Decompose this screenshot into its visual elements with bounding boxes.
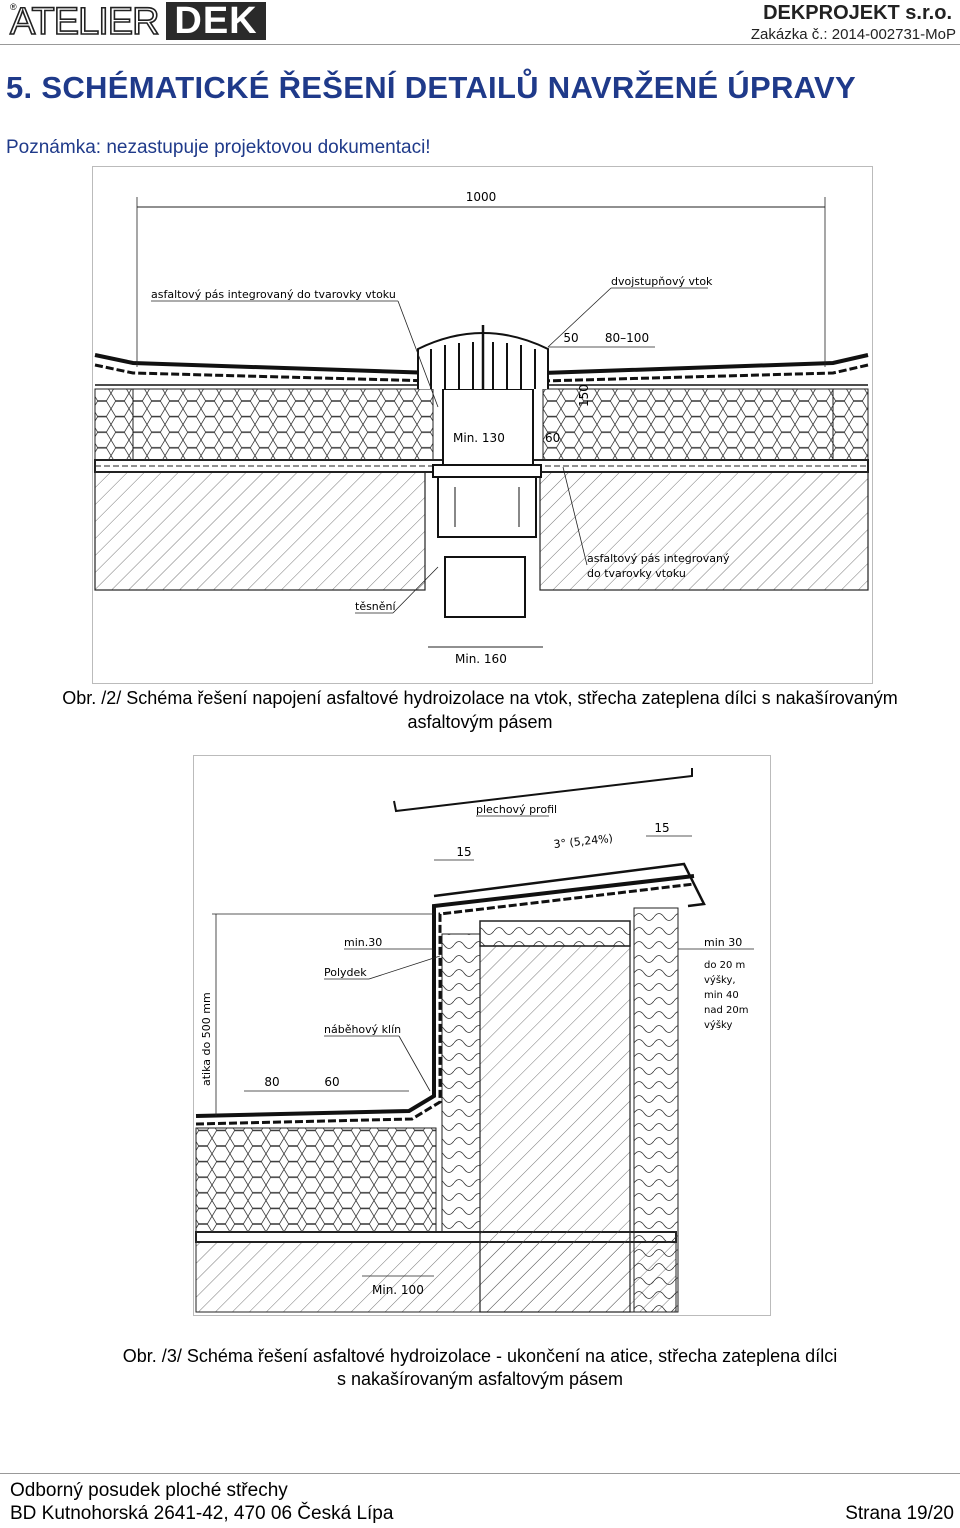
figure-parapet: atika do 500 mm 80 60 min.30 Polydek náb… <box>193 755 771 1316</box>
dim-15-left: 15 <box>456 845 471 859</box>
figure3-caption-line2: s nakašírovaným asfaltovým pásem <box>336 1369 624 1389</box>
footer-address: BD Kutnohorská 2641-42, 470 06 Česká Líp… <box>10 1503 394 1524</box>
label-seal: těsnění <box>355 600 397 613</box>
dim-150: 150 <box>577 384 591 407</box>
footer-rule <box>0 1473 960 1474</box>
dim-50: 50 <box>563 331 578 345</box>
dim-80: 80 <box>264 1075 279 1089</box>
label-two-stage-drain: dvojstupňový vtok <box>611 275 713 288</box>
parapet-drawing: atika do 500 mm 80 60 min.30 Polydek náb… <box>195 768 754 1313</box>
header-rule <box>0 44 960 45</box>
dim-15-right: 15 <box>654 821 669 835</box>
logo-dek-box: DEK <box>166 2 266 40</box>
note-height-4: nad 20m <box>704 1005 748 1016</box>
dim-attic-height: atika do 500 mm <box>200 992 213 1086</box>
dim-min160: Min. 160 <box>455 652 507 666</box>
registered-mark: ® <box>10 2 17 12</box>
figure3-caption-line1: Obr. /3/ Schéma řešení asfaltové hydroiz… <box>122 1346 838 1366</box>
label-right-strip-2: do tvarovky vtoku <box>587 567 686 580</box>
note-height-5: výšky <box>704 1019 732 1031</box>
dim-min130: Min. 130 <box>453 431 505 445</box>
footer-title: Odborný posudek ploché střechy <box>10 1480 288 1501</box>
figure-roof-drain: 1000 asfaltový pás integrovaný do tvarov… <box>92 166 873 684</box>
figure2-caption-line2: asfaltovým pásem <box>407 712 553 732</box>
label-wedge: náběhový klín <box>324 1023 401 1036</box>
note-height-2: výšky, <box>704 974 736 986</box>
label-left-strip: asfaltový pás integrovaný do tvarovky vt… <box>151 288 396 301</box>
dim-80-100: 80–100 <box>605 331 649 345</box>
label-polydek: Polydek <box>324 966 367 979</box>
company-name: DEKPROJEKT s.r.o. <box>763 2 952 24</box>
label-sheet-profile: plechový profil <box>476 803 557 816</box>
label-right-strip-1: asfaltový pás integrovaný <box>587 552 730 565</box>
dim-min30-right: min 30 <box>704 936 742 949</box>
page-number: Strana 19/20 <box>845 1503 954 1524</box>
note-height-1: do 20 m <box>704 960 745 971</box>
label-slope: 3° (5,24%) <box>553 832 614 851</box>
logo-atelier-text: ATELIER <box>9 1 160 43</box>
section-note: Poznámka: nezastupuje projektovou dokume… <box>6 137 431 158</box>
section-title: 5. SCHÉMATICKÉ ŘEŠENÍ DETAILŮ NAVRŽENÉ Ú… <box>6 70 856 105</box>
dim-1000: 1000 <box>466 190 497 204</box>
note-height-3: min 40 <box>704 990 739 1001</box>
roof-drain-drawing: 1000 asfaltový pás integrovaný do tvarov… <box>94 190 869 666</box>
order-number: Zakázka č.: 2014-002731-MoP <box>750 26 956 43</box>
dim-min30-left: min.30 <box>344 936 382 949</box>
dim-60: 60 <box>545 431 560 445</box>
dim-60: 60 <box>324 1075 339 1089</box>
figure2-caption-line1: Obr. /2/ Schéma řešení napojení asfaltov… <box>62 688 898 708</box>
dim-min100: Min. 100 <box>372 1283 424 1297</box>
